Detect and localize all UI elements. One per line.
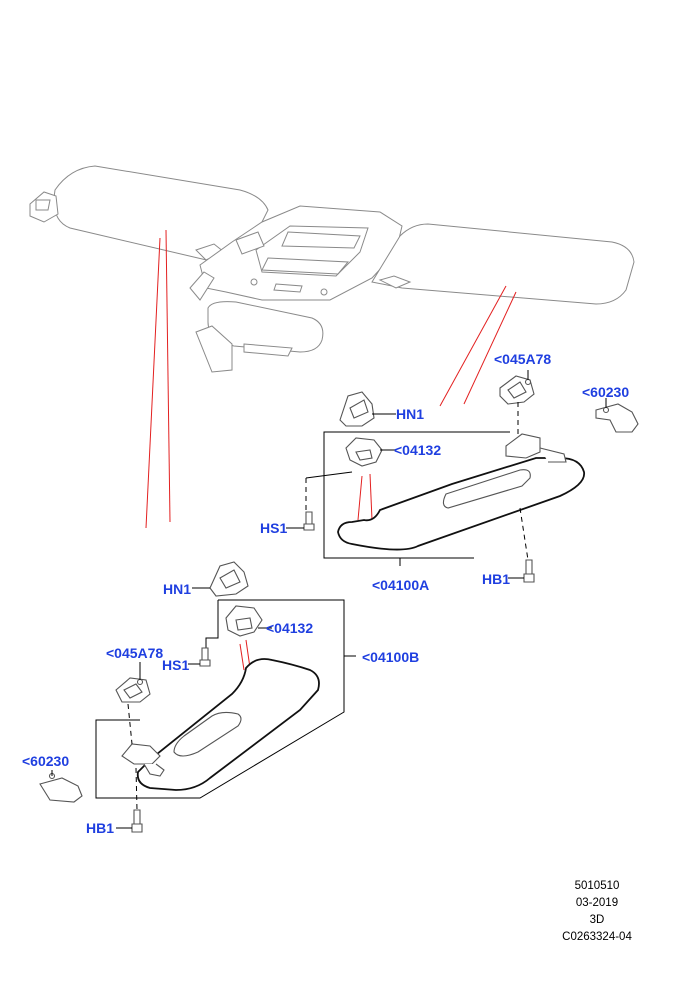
callout-04132-right: <04132 <box>394 442 441 458</box>
right-cover-60230 <box>595 403 639 433</box>
callout-045a78-left: <045A78 <box>106 645 163 661</box>
right-screw-hb1 <box>523 573 535 583</box>
red-sight-lines <box>145 229 517 671</box>
callout-04100a: <04100A <box>372 577 429 593</box>
left-cover-60230 <box>39 777 83 803</box>
callout-hb1-right: HB1 <box>482 571 510 587</box>
callout-hs1-left: HS1 <box>162 657 189 673</box>
right-visor-group <box>286 370 639 583</box>
left-screw-hb1 <box>131 823 143 833</box>
right-screw-hs1 <box>303 523 315 531</box>
footer-date: 03-2019 <box>575 897 619 909</box>
left-visor-mirror <box>173 711 242 757</box>
left-visor-group <box>39 561 356 833</box>
callout-04132-left: <04132 <box>266 620 313 636</box>
callout-hb1-left: HB1 <box>86 820 114 836</box>
right-visor-connector <box>505 433 541 459</box>
callout-60230-right: <60230 <box>582 384 629 400</box>
footer-view: 3D <box>589 914 605 926</box>
callout-60230-left: <60230 <box>22 753 69 769</box>
callout-04100b: <04100B <box>362 649 419 665</box>
callout-045a78-right: <045A78 <box>494 351 551 367</box>
left-screw-hs1 <box>199 659 211 667</box>
callout-hn1-right: HN1 <box>396 406 424 422</box>
footer-code: 5010510 <box>574 880 620 892</box>
right-visor-stowed <box>371 223 635 305</box>
right-visor-mirror <box>442 469 531 509</box>
footer-block: 5010510 03-2019 3D C0263324-04 <box>552 878 642 946</box>
callout-hn1-left: HN1 <box>163 581 191 597</box>
callout-hs1-right: HS1 <box>260 520 287 536</box>
footer-ref: C0263324-04 <box>562 931 632 943</box>
headliner-assembly <box>29 165 635 373</box>
callout-labels: HN1 <04132 <045A78 <60230 HS1 HB1 <04100… <box>22 351 629 836</box>
left-visor-connector <box>121 743 161 765</box>
